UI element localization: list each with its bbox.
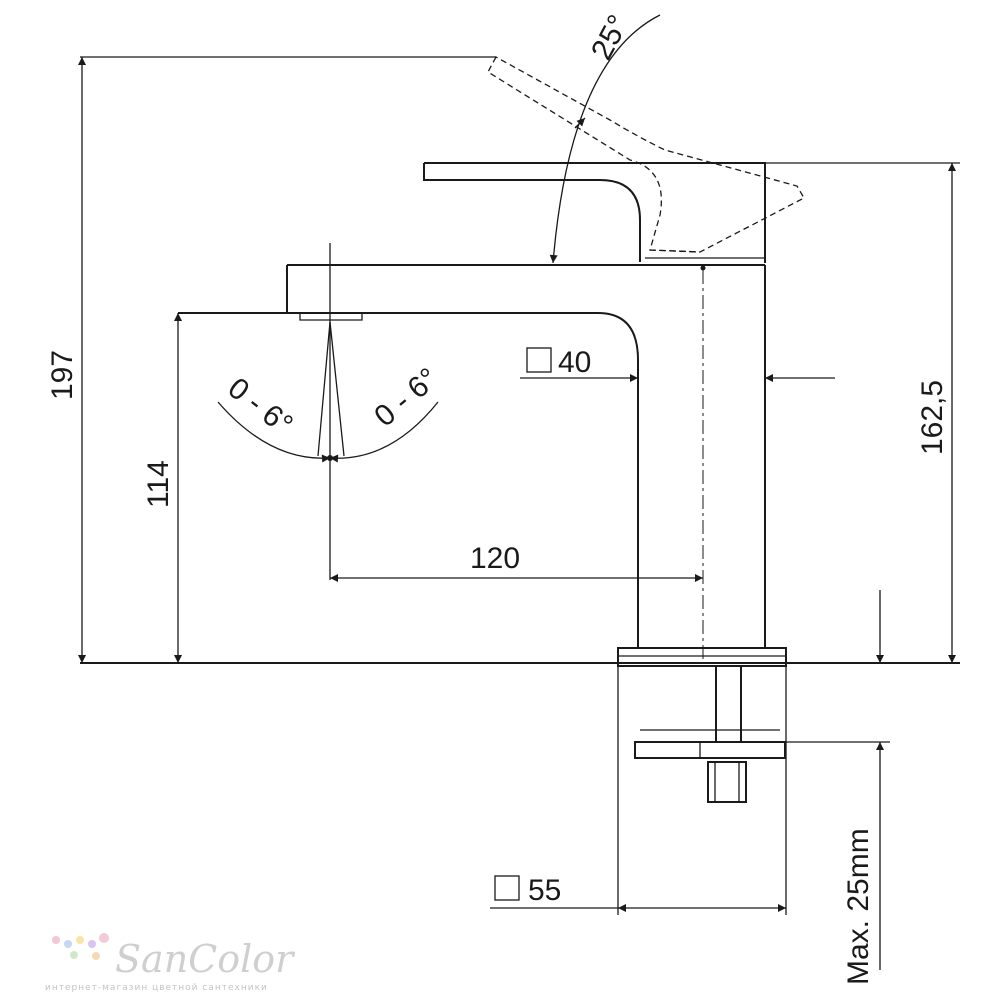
body-square-label: 40 — [558, 346, 591, 379]
swivel-angle-marks — [217, 243, 439, 580]
base-plate — [617, 647, 787, 667]
fixing-washer — [634, 741, 786, 759]
fixing-nut — [707, 761, 747, 803]
lever-angle-label: 25° — [585, 10, 635, 66]
swivel-right-label: 0 - 6° — [368, 362, 444, 434]
spout-reach-label: 120 — [470, 542, 520, 575]
lever-raised-position — [487, 56, 805, 253]
max-thickness-label: Max. 25mm — [842, 828, 875, 985]
sancolor-logo — [52, 933, 109, 960]
body-height-label: 162,5 — [916, 380, 949, 455]
spout-body — [178, 312, 639, 647]
watermark-brand: SanColor — [115, 937, 296, 981]
spout-height-label: 114 — [142, 460, 175, 508]
aerator — [299, 313, 363, 321]
faucet-outline — [80, 162, 960, 803]
lever-angle-arc — [549, 14, 661, 264]
watermark-tagline: интернет-магазин цветной сантехники — [45, 983, 268, 993]
total-height-label: 197 — [46, 350, 79, 400]
swivel-left-label: 0 - 6° — [222, 372, 299, 442]
lever-top — [424, 162, 766, 263]
base-square-label: 55 — [528, 874, 561, 907]
square-symbol-icon — [494, 875, 520, 901]
square-symbol-icon — [526, 347, 552, 373]
lever-handle — [423, 163, 641, 262]
